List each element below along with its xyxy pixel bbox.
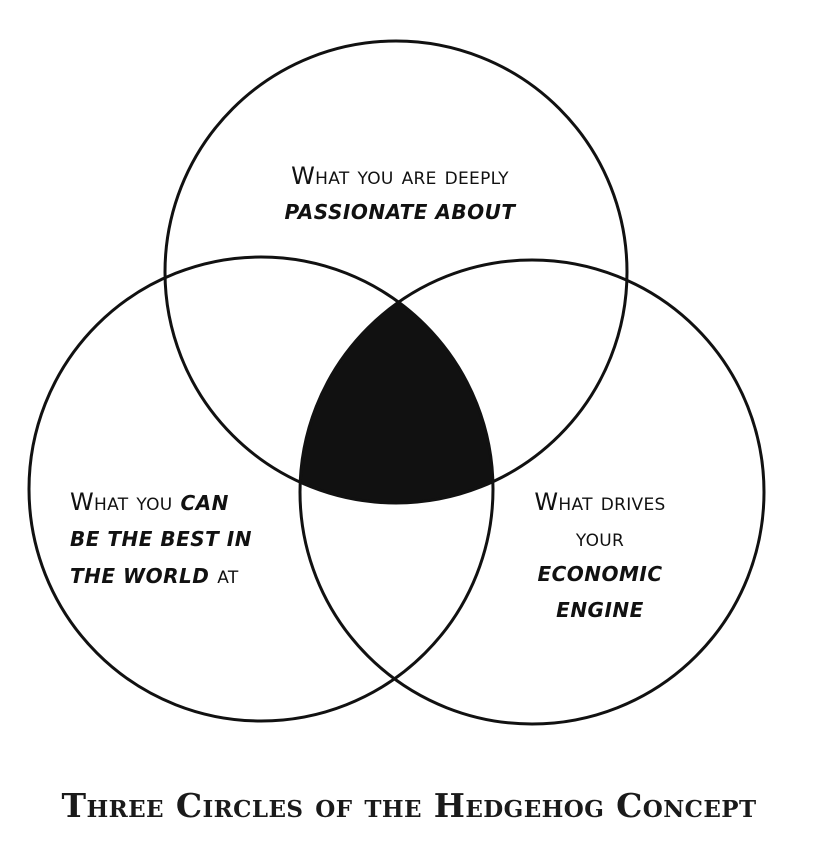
label-best-line3-normal: at [217, 561, 239, 589]
label-engine-line2: your [575, 524, 625, 552]
diagram-caption: Three Circles of the Hedgehog Concept [61, 786, 757, 825]
label-best-line1-normal: What you [70, 488, 173, 516]
label-passion-line2: PASSIONATE ABOUT [284, 200, 516, 224]
label-economic-engine: What drives your ECONOMIC ENGINE [460, 484, 740, 628]
label-engine-line3: ECONOMIC [537, 562, 663, 586]
label-best-line1-bold: CAN [180, 491, 229, 515]
label-engine-line4: ENGINE [556, 598, 644, 622]
label-best-line3-bold: THE WORLD [70, 564, 210, 588]
circle-economic-engine [298, 258, 766, 726]
label-engine-line1: What drives [534, 488, 666, 516]
venn-diagram [27, 39, 766, 726]
circle-passion [163, 39, 629, 505]
label-best-in-world: What you CAN BE THE BEST IN THE WORLD at [70, 484, 330, 594]
label-passion-line1: What you are deeply [291, 162, 509, 190]
circle-best-in-world [27, 255, 495, 723]
label-best-line3: THE WORLD at [70, 557, 330, 594]
label-best-line2: BE THE BEST IN [70, 527, 252, 551]
label-passion: What you are deeply PASSIONATE ABOUT [200, 158, 600, 230]
label-best-line1: What you CAN [70, 484, 330, 521]
intersection-region [300, 302, 493, 503]
